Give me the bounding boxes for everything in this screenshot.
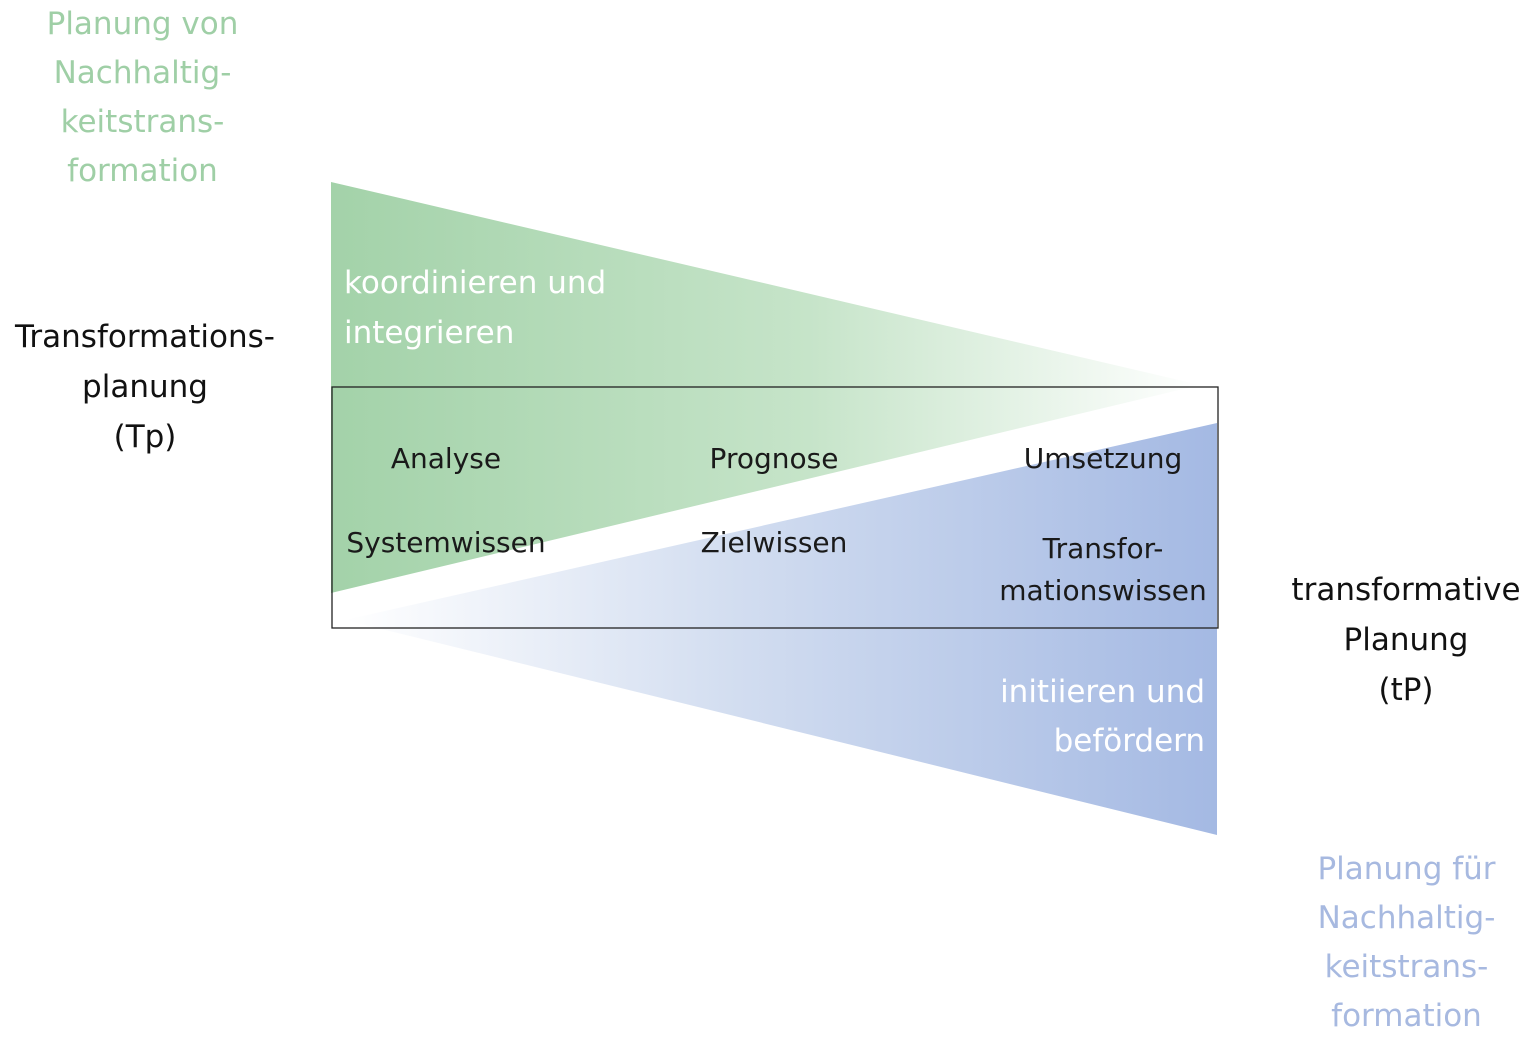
right-title-line-4: formation <box>1331 998 1482 1034</box>
matrix-cell-transformationswissen-line-2: mationswissen <box>999 574 1207 607</box>
green-wedge-label-line-1: koordinieren und <box>344 265 607 301</box>
blue-wedge <box>345 423 1217 835</box>
left-title-line-1: Planung von <box>46 6 239 42</box>
right-title-line-3: keitstrans- <box>1324 949 1489 985</box>
green-wedge-label-line-2: integrieren <box>344 315 515 351</box>
right-label-line-3: (tP) <box>1378 672 1434 708</box>
left-title: Planung von Nachhaltig- keitstrans- form… <box>20 0 265 196</box>
right-title-line-2: Nachhaltig- <box>1317 900 1496 936</box>
matrix-cell-transformationswissen-line-1: Transfor- <box>1042 532 1164 565</box>
matrix-cell-analyse: Analyse <box>390 442 502 475</box>
matrix-cell-umsetzung: Umsetzung <box>1023 442 1183 475</box>
left-label: Transformations- planung (Tp) <box>0 312 290 462</box>
blue-wedge-label-line-1: initiieren und <box>1000 674 1205 710</box>
left-label-line-2: planung <box>82 369 208 405</box>
left-title-line-3: keitstrans- <box>60 104 225 140</box>
blue-wedge-label: initiieren und befördern <box>905 668 1205 766</box>
left-title-line-4: formation <box>67 153 218 189</box>
matrix-cell-systemwissen: Systemwissen <box>346 526 546 559</box>
matrix-box <box>331 386 1219 629</box>
left-label-line-1: Transformations- <box>15 319 275 355</box>
matrix-cell-transformationswissen: Transfor- mationswissen <box>993 528 1213 612</box>
right-label: transformative Planung (tP) <box>1276 565 1530 715</box>
right-label-line-1: transformative <box>1291 572 1521 608</box>
blue-wedge-label-line-2: befördern <box>1053 723 1205 759</box>
matrix-cell-prognose: Prognose <box>709 442 839 475</box>
right-title-line-1: Planung für <box>1317 851 1496 887</box>
right-title: Planung für Nachhaltig- keitstrans- form… <box>1284 845 1529 1041</box>
left-label-line-3: (Tp) <box>113 419 177 455</box>
left-title-line-2: Nachhaltig- <box>53 55 232 91</box>
right-label-line-2: Planung <box>1343 622 1469 658</box>
green-wedge-label: koordinieren und integrieren <box>344 258 606 358</box>
matrix-cell-zielwissen: Zielwissen <box>700 526 848 559</box>
